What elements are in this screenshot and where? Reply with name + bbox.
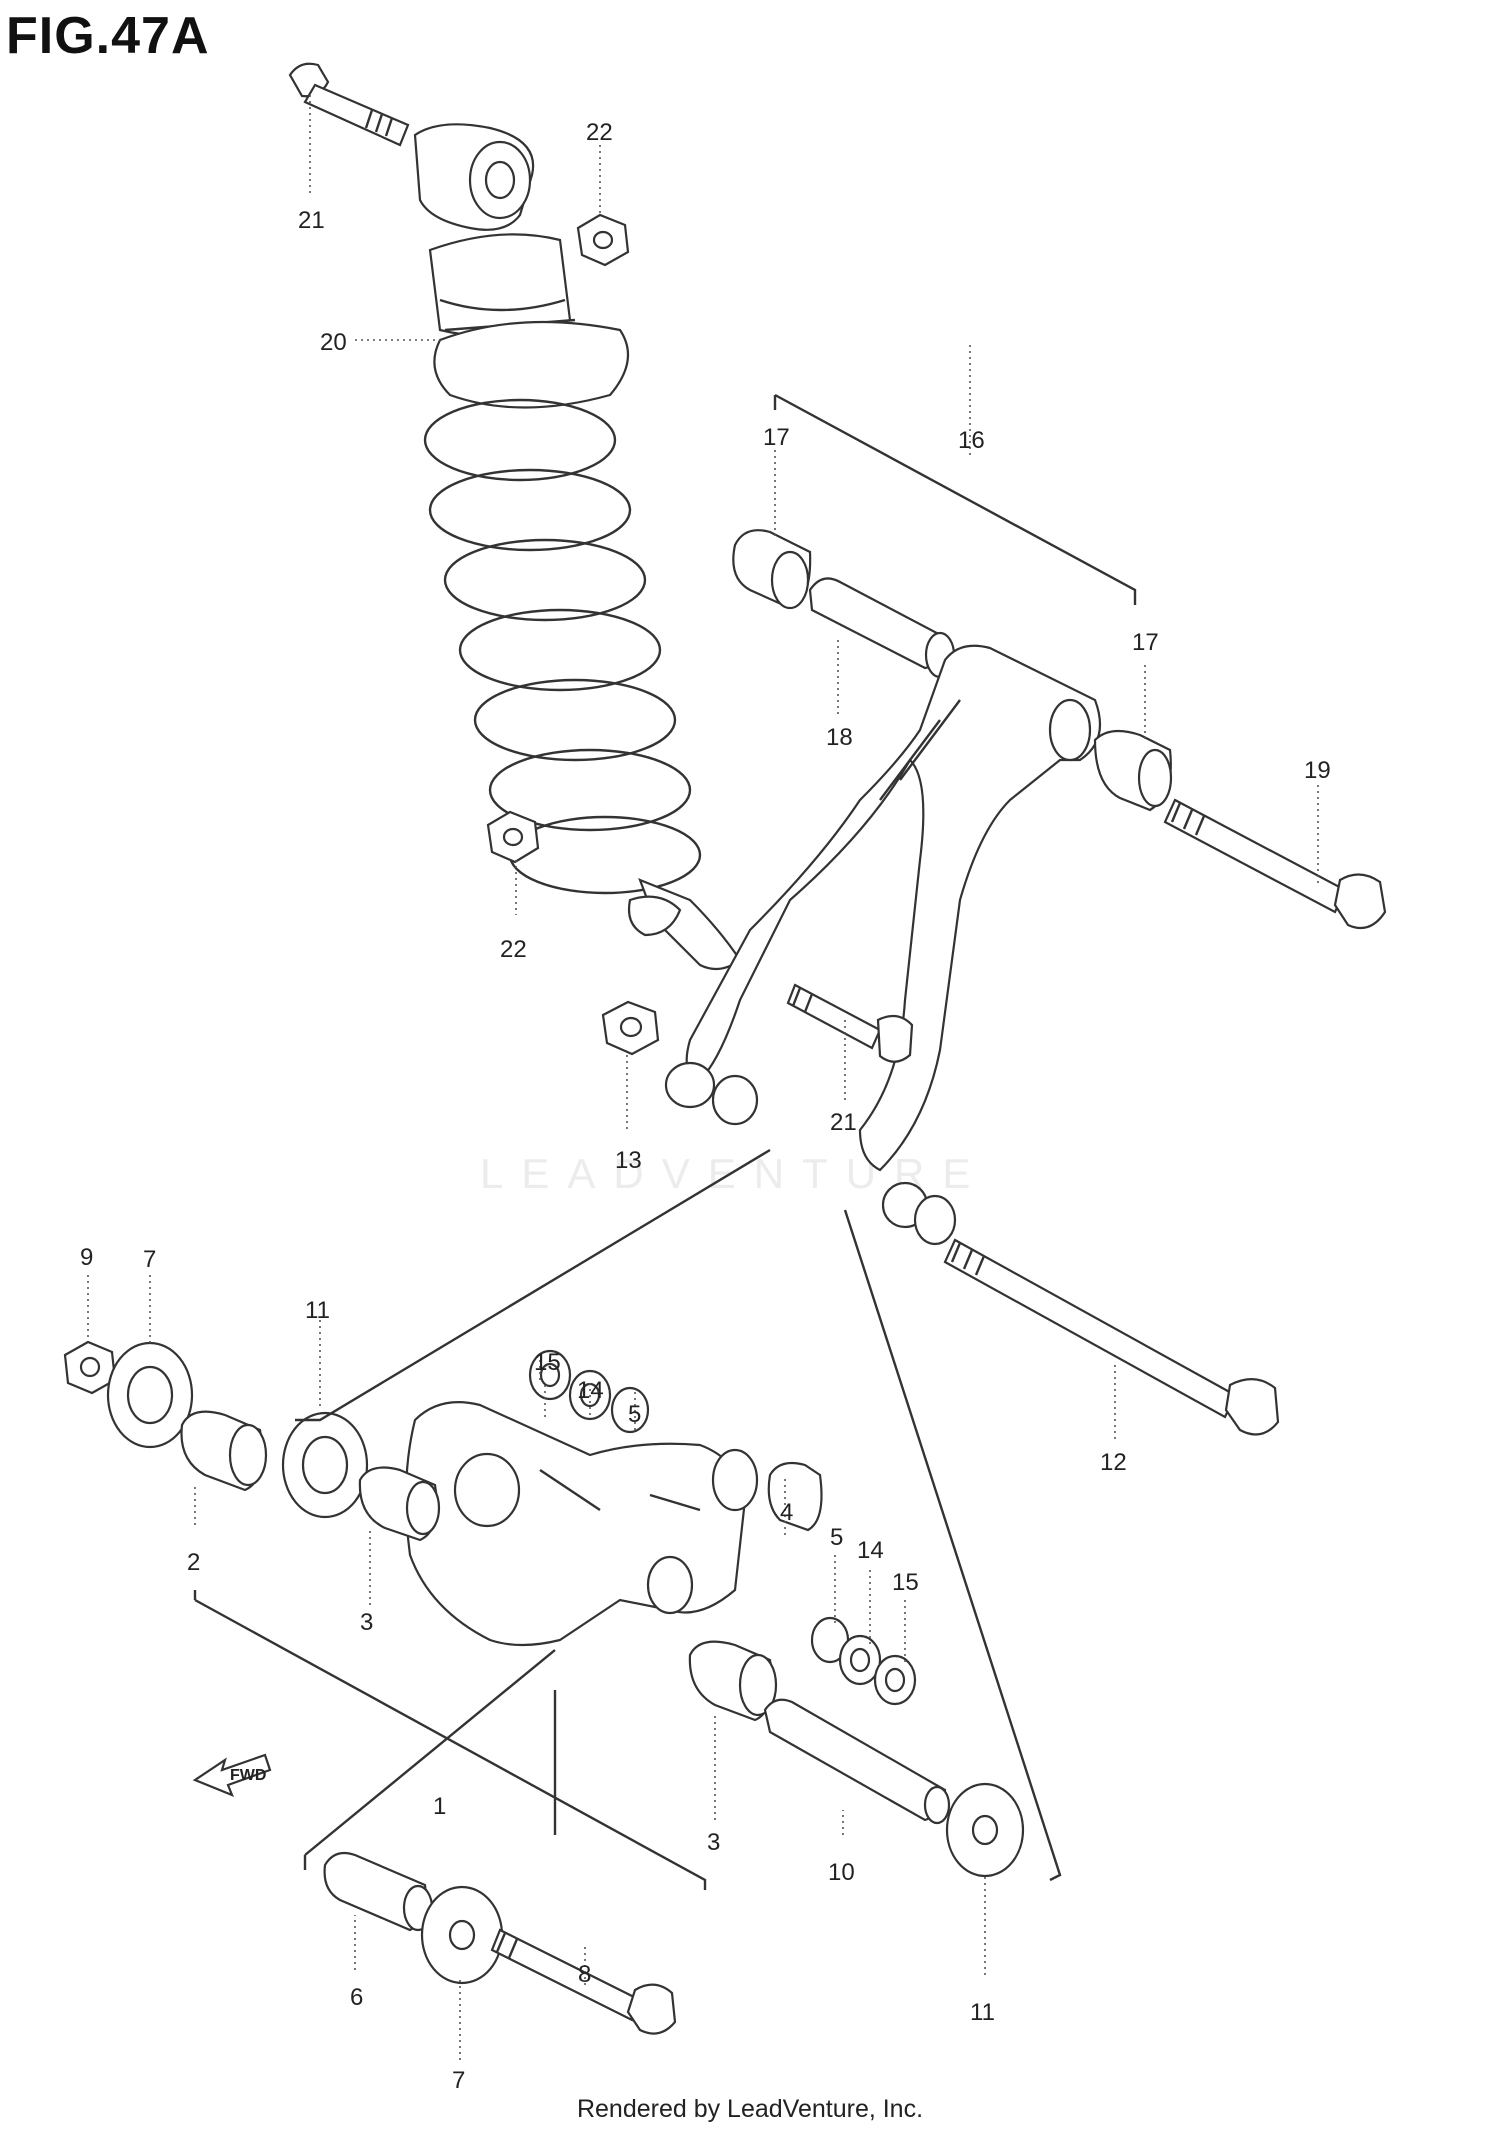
- cushion-rod-bracket[interactable]: [664, 529, 1173, 1246]
- washer-11-bottom[interactable]: [945, 1782, 1025, 1878]
- callout-7-bottom: 7: [452, 2067, 465, 2094]
- group-lines: [193, 393, 1137, 1890]
- callout-22-mid: 22: [500, 936, 527, 963]
- leader-lines: [87, 95, 1319, 2060]
- bracket-bolt-21[interactable]: [786, 983, 914, 1063]
- spacer-5-left[interactable]: [610, 1386, 650, 1434]
- callout-13: 13: [615, 1147, 642, 1174]
- callout-14-left: 14: [577, 1377, 604, 1404]
- callout-1: 1: [433, 1793, 446, 1820]
- spacer-6[interactable]: [323, 1851, 434, 1932]
- figure-title: FIG.47A: [6, 7, 210, 65]
- bolt-8[interactable]: [490, 1928, 677, 2035]
- bracket-bolt-19[interactable]: [1163, 798, 1387, 930]
- callout-15-left: 15: [534, 1349, 561, 1376]
- callout-17-right: 17: [1132, 629, 1159, 656]
- washer-7-bottom[interactable]: [420, 1885, 504, 1985]
- callout-19: 19: [1304, 757, 1331, 784]
- rendered-by-footer: Rendered by LeadVenture, Inc.: [576, 2095, 924, 2123]
- callout-11-top: 11: [305, 1297, 330, 1324]
- callout-11-bottom: 11: [970, 1999, 995, 2026]
- bearing-14-right[interactable]: [838, 1634, 882, 1686]
- callout-16: 16: [958, 427, 985, 454]
- callout-18: 18: [826, 724, 853, 751]
- callout-21-top: 21: [298, 207, 325, 234]
- callout-10: 10: [828, 1859, 855, 1886]
- seal-15-left[interactable]: [528, 1349, 572, 1401]
- callout-5-right: 5: [830, 1524, 843, 1551]
- washer-11-top[interactable]: [281, 1411, 369, 1519]
- bushing-3-bottom[interactable]: [688, 1640, 778, 1722]
- cushion-lever[interactable]: [404, 1401, 759, 1647]
- callout-8: 8: [578, 1961, 591, 1988]
- forward-direction-badge: FWD: [192, 1753, 272, 1797]
- rear-shock-absorber[interactable]: [413, 123, 742, 971]
- bushing-2[interactable]: [180, 1410, 268, 1492]
- callout-labels: 21 22 20 17 16 17 18 19 22 13 21 12 9 7 …: [80, 119, 1331, 2094]
- callout-17-top: 17: [763, 424, 790, 451]
- callout-7-top: 7: [143, 1246, 156, 1273]
- spacer-10[interactable]: [763, 1698, 951, 1825]
- callout-22-top: 22: [586, 119, 613, 146]
- bushing-3-top[interactable]: [358, 1466, 441, 1542]
- callout-3-left: 3: [360, 1609, 373, 1636]
- callout-2: 2: [187, 1549, 200, 1576]
- callout-12: 12: [1100, 1449, 1127, 1476]
- callout-5-left: 5: [628, 1401, 641, 1428]
- bracket-nut-13[interactable]: [601, 1000, 660, 1056]
- fwd-label: FWD: [230, 1767, 266, 1784]
- callout-21-mid: 21: [830, 1109, 857, 1136]
- bushing-4[interactable]: [767, 1461, 823, 1532]
- seal-15-right[interactable]: [873, 1654, 917, 1706]
- callout-9: 9: [80, 1244, 93, 1271]
- upper-nut[interactable]: [576, 213, 630, 267]
- callout-20: 20: [320, 329, 347, 356]
- callout-6: 6: [350, 1984, 363, 2011]
- washer-7-top[interactable]: [106, 1341, 194, 1449]
- nut-9[interactable]: [63, 1340, 117, 1395]
- callout-3-bottom: 3: [707, 1829, 720, 1856]
- long-bolt-12[interactable]: [943, 1238, 1280, 1436]
- shock-top-bolt[interactable]: [288, 62, 410, 147]
- callout-15-right: 15: [892, 1569, 919, 1596]
- lower-nut[interactable]: [486, 810, 540, 864]
- callout-4: 4: [780, 1499, 793, 1526]
- callout-14-right: 14: [857, 1537, 884, 1564]
